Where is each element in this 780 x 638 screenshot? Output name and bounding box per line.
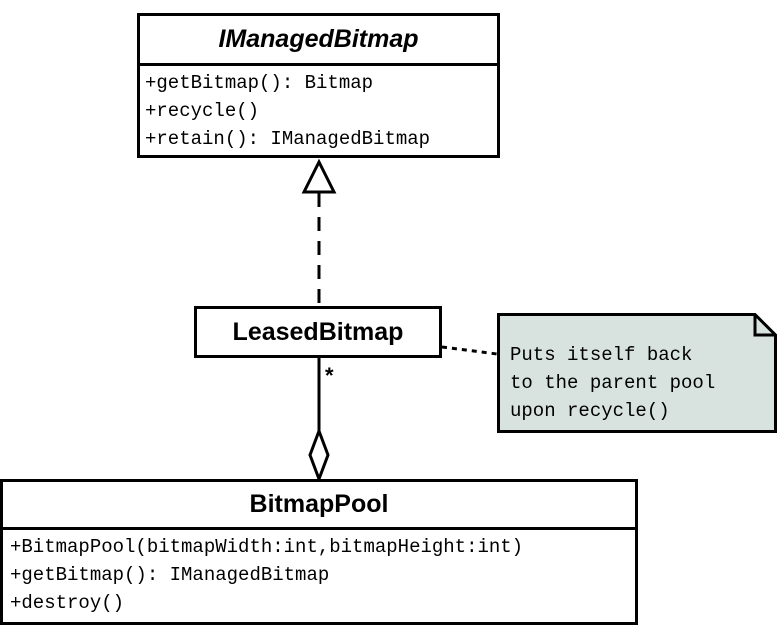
class-name: LeasedBitmap: [232, 318, 404, 346]
member-list: +getBitmap(): Bitmap +recycle() +retain(…: [140, 63, 497, 153]
member: +getBitmap(): Bitmap: [145, 72, 374, 94]
note-anchor-line: [441, 345, 498, 356]
note-line: to the parent pool: [510, 372, 716, 394]
note-line: upon recycle(): [510, 400, 670, 422]
member: +destroy(): [10, 592, 125, 614]
class-bitmappool[interactable]: BitmapPool +BitmapPool(bitmapWidth:int,b…: [0, 479, 638, 625]
note-text: Puts itself back to the parent pool upon…: [510, 341, 715, 425]
aggregation-diamond: [308, 426, 330, 484]
member: +retain(): IManagedBitmap: [145, 128, 431, 150]
note-shape: [497, 313, 777, 433]
note-line: Puts itself back: [510, 344, 693, 366]
class-name: BitmapPool: [249, 490, 389, 518]
interface-imanagedbitmap[interactable]: IManagedBitmap +getBitmap(): Bitmap +rec…: [137, 13, 500, 158]
class-name: IManagedBitmap: [218, 25, 419, 53]
member-list: +BitmapPool(bitmapWidth:int,bitmapHeight…: [3, 527, 635, 617]
class-leasedbitmap[interactable]: LeasedBitmap: [194, 306, 442, 358]
member: +recycle(): [145, 100, 260, 122]
multiplicity-label: *: [325, 363, 334, 388]
member: +BitmapPool(bitmapWidth:int,bitmapHeight…: [10, 536, 524, 558]
note[interactable]: Puts itself back to the parent pool upon…: [497, 313, 777, 433]
realization-arrowhead: [301, 158, 337, 194]
member: +getBitmap(): IManagedBitmap: [10, 564, 330, 586]
